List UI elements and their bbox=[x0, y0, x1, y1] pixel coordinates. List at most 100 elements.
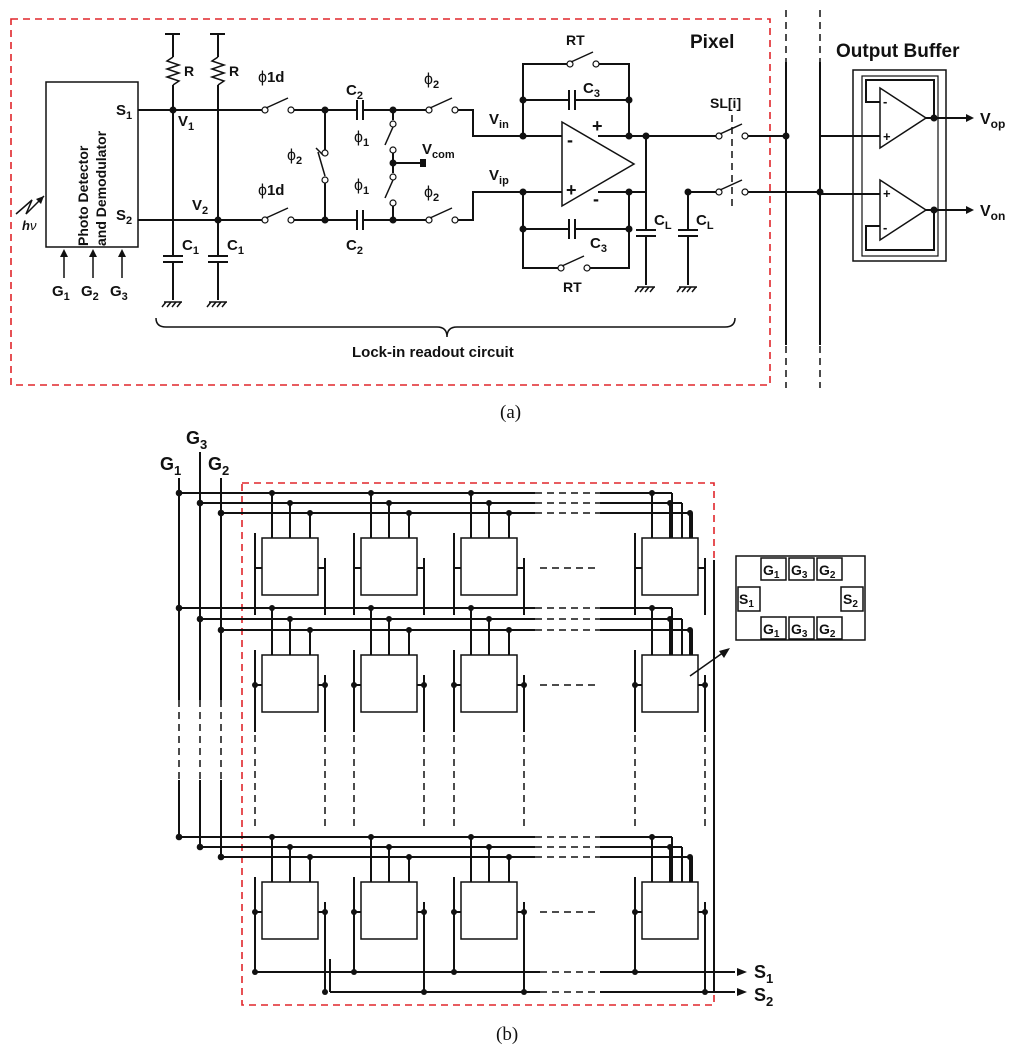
switch-phi2-cross-label: ϕ2 bbox=[287, 147, 302, 167]
vop-label: Vop bbox=[980, 111, 1005, 131]
gate-input-arrows-icon bbox=[60, 249, 126, 278]
column-dot bbox=[451, 969, 457, 975]
column-dot bbox=[702, 909, 708, 915]
pixel-array bbox=[175, 489, 735, 995]
caption-a: (a) bbox=[500, 402, 521, 423]
output-buffer-label: Output Buffer bbox=[836, 41, 960, 62]
column-dot bbox=[451, 682, 457, 688]
node-v1-dot bbox=[169, 106, 177, 114]
resistor-r-right-icon bbox=[209, 33, 227, 256]
feedback-top-icon bbox=[519, 51, 633, 136]
pixel-cell bbox=[460, 537, 518, 596]
pixel-cell bbox=[360, 537, 418, 596]
von-label: Von bbox=[980, 203, 1005, 223]
switch-phi1d-top-label: ϕ1d bbox=[258, 69, 284, 86]
capacitor-cl-left-icon bbox=[634, 136, 656, 293]
gate-tap-dot bbox=[486, 500, 492, 506]
column-dot bbox=[632, 682, 638, 688]
buf-bot-plus: + bbox=[883, 186, 891, 201]
capacitor-c1-left-label: C1 bbox=[182, 237, 199, 257]
label-g3: G3 bbox=[186, 428, 207, 452]
vcom-label: Vcom bbox=[422, 141, 455, 161]
column-dot bbox=[421, 682, 427, 688]
node-v2-dot bbox=[214, 216, 222, 224]
gate-tap-dot bbox=[486, 844, 492, 850]
gate-tap-dot bbox=[368, 605, 374, 611]
switch-phi2-top-icon bbox=[425, 97, 523, 137]
capacitor-c2-top-label: C2 bbox=[346, 82, 363, 102]
gate-tap-dot bbox=[269, 490, 275, 496]
c3-top-label: C3 bbox=[583, 80, 600, 100]
column-dot bbox=[351, 909, 357, 915]
gate-junction-dot bbox=[217, 509, 225, 517]
resistor-r-left-label: R bbox=[184, 63, 194, 79]
amp-minus-in: - bbox=[567, 130, 573, 150]
pixel-cell bbox=[261, 537, 319, 596]
switch-phi1d-bottom-label: ϕ1d bbox=[258, 182, 284, 199]
gate-tap-dot bbox=[368, 834, 374, 840]
capacitor-c1-right-label: C1 bbox=[227, 237, 244, 257]
amp-plus-out: + bbox=[592, 116, 603, 136]
switch-phi1-top-label: ϕ1 bbox=[354, 129, 369, 149]
switch-phi2-top-label: ϕ2 bbox=[424, 71, 439, 91]
amplifier-icon bbox=[519, 120, 692, 208]
pixel-cell bbox=[460, 654, 518, 713]
capacitor-c2-bottom-label: C2 bbox=[346, 237, 363, 257]
pixel-cell bbox=[261, 654, 319, 713]
pixel-cell bbox=[641, 537, 699, 596]
gate-g1-label: G1 bbox=[52, 283, 70, 303]
gate-tap-dot bbox=[406, 854, 412, 860]
switch-phi1-pair-icon bbox=[384, 106, 426, 224]
feedback-bottom-icon bbox=[519, 192, 633, 272]
gate-tap-dot bbox=[468, 490, 474, 496]
pixel-cell bbox=[641, 654, 699, 713]
column-dot bbox=[322, 909, 328, 915]
gate-g2-label: G2 bbox=[81, 283, 99, 303]
photodetector-label-2: and Demodulator bbox=[93, 130, 109, 246]
gate-tap-dot bbox=[269, 834, 275, 840]
s2-arrow-icon bbox=[737, 988, 747, 996]
c3-bottom-label: C3 bbox=[590, 235, 607, 255]
column-dot bbox=[632, 969, 638, 975]
column-dot bbox=[351, 682, 357, 688]
pixel-label: Pixel bbox=[690, 32, 734, 53]
gate-tap-dot bbox=[386, 616, 392, 622]
cl-left-label: CL bbox=[654, 212, 672, 232]
buffer-amp-bottom-icon bbox=[820, 178, 974, 251]
gate-junction-dot bbox=[175, 833, 183, 841]
s1-arrow-icon bbox=[737, 968, 747, 976]
detail-pointer-arrow-icon bbox=[689, 648, 730, 677]
gate-tap-dot bbox=[307, 854, 313, 860]
lockin-brace bbox=[155, 317, 736, 338]
gate-tap-dot bbox=[287, 844, 293, 850]
gate-tap-dot bbox=[468, 605, 474, 611]
buf-bot-minus: - bbox=[883, 220, 887, 235]
capacitor-c1-right-icon bbox=[206, 255, 228, 308]
pixel-boundary bbox=[10, 18, 771, 386]
light-label: hν bbox=[22, 218, 37, 233]
cl-right-label: CL bbox=[696, 212, 714, 232]
node-v2-label: V2 bbox=[192, 197, 208, 217]
buf-top-plus: + bbox=[883, 129, 891, 144]
gate-tap-dot bbox=[386, 500, 392, 506]
detail-top-g1: G1 bbox=[763, 562, 780, 581]
column-dot bbox=[702, 989, 708, 995]
gate-tap-dot bbox=[368, 490, 374, 496]
column-dot bbox=[322, 682, 328, 688]
label-g1: G1 bbox=[160, 454, 181, 478]
detail-bot-g3: G3 bbox=[791, 621, 808, 640]
gate-tap-dot bbox=[406, 510, 412, 516]
gate-tap-dot bbox=[506, 510, 512, 516]
column-dot bbox=[421, 989, 427, 995]
amp-minus-out: - bbox=[593, 189, 599, 209]
photodetector-label: Photo Detector bbox=[75, 145, 91, 246]
sl-label: SL[i] bbox=[710, 95, 741, 111]
gate-tap-dot bbox=[649, 490, 655, 496]
gate-tap-dot bbox=[649, 834, 655, 840]
panel-a: Pixel Photo Detector and Demodulator S1 … bbox=[10, 10, 1005, 423]
detail-s2: S2 bbox=[843, 591, 858, 610]
pixel-cell bbox=[360, 881, 418, 940]
detail-bot-g2: G2 bbox=[819, 621, 836, 640]
gate-junction-dot bbox=[175, 604, 183, 612]
